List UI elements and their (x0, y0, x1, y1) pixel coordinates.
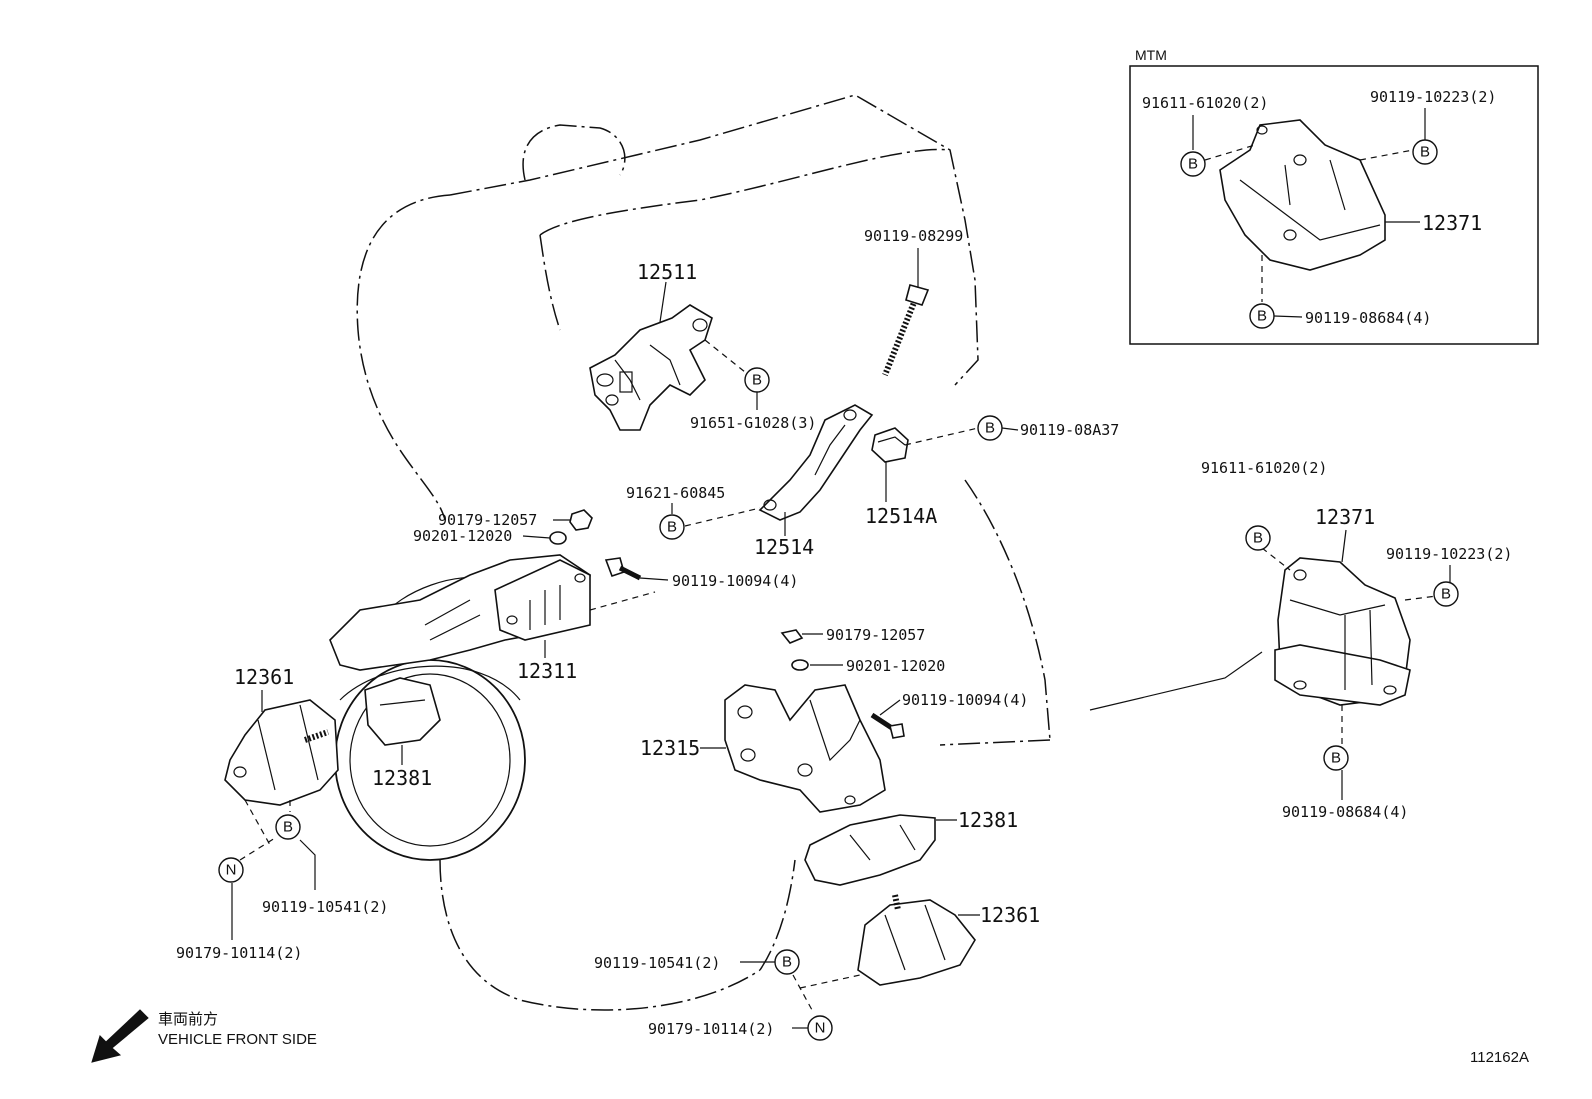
label-91611-61020-main: 91611-61020(2) (1201, 459, 1327, 477)
part-labels: 12511 91651-G1028(3) 90119-08299 90119-0… (176, 88, 1512, 1038)
inset-frame (1129, 65, 1539, 345)
label-90179-12057-a: 90179-12057 (438, 511, 537, 529)
svg-text:B: B (1188, 156, 1198, 173)
label-12361-a: 12361 (234, 665, 294, 689)
front-arrow-icon (91, 1009, 149, 1063)
label-12511: 12511 (637, 260, 697, 284)
marker-b-10541-a: B (275, 814, 301, 840)
label-12514: 12514 (754, 535, 814, 559)
label-12514a: 12514A (865, 504, 937, 528)
stay-12514 (758, 404, 874, 521)
bolt-90119-10094-a (604, 557, 642, 581)
marker-b-91611-main: B (1245, 525, 1271, 551)
svg-text:B: B (1331, 750, 1341, 767)
nut-90179-12057-a (569, 509, 593, 531)
direction-label-jp: 車両前方 (158, 1011, 218, 1028)
svg-text:B: B (985, 420, 995, 437)
marker-b-08684-inset: B (1249, 303, 1275, 329)
label-90119-08a37: 90119-08A37 (1020, 421, 1119, 439)
washer-90201-12020-b (791, 659, 809, 671)
svg-text:B: B (1420, 144, 1430, 161)
label-90179-10114-a: 90179-10114(2) (176, 944, 302, 962)
marker-b-91611-inset: B (1180, 151, 1206, 177)
washer-90201-12020-a (549, 531, 567, 545)
label-90179-10114-b: 90179-10114(2) (648, 1020, 774, 1038)
bolt-90119-10094-b (870, 712, 905, 739)
label-91611-61020-inset: 91611-61020(2) (1142, 94, 1268, 112)
insulator-12361-a (224, 699, 339, 806)
svg-text:B: B (283, 819, 293, 836)
label-91621-60845: 91621-60845 (626, 484, 725, 502)
label-90119-10541-a: 90119-10541(2) (262, 898, 388, 916)
nut-90179-12057-b (780, 629, 804, 644)
label-90119-08684-inset: 90119-08684(4) (1305, 309, 1431, 327)
svg-text:B: B (1253, 530, 1263, 547)
bolt-90119-08299 (882, 284, 930, 377)
insulator-12371-main (1274, 557, 1411, 706)
label-12371-main: 12371 (1315, 505, 1375, 529)
marker-b-10223-inset: B (1412, 139, 1438, 165)
marker-b-08684-main: B (1323, 745, 1349, 771)
marker-n-10114-a: N (218, 857, 244, 883)
marker-b-91651: B (744, 367, 770, 393)
label-90119-10223-main: 90119-10223(2) (1386, 545, 1512, 563)
engine-outline (356, 94, 1051, 1011)
svg-text:N: N (815, 1020, 826, 1037)
svg-text:N: N (226, 862, 237, 879)
label-90119-08684-main: 90119-08684(4) (1282, 803, 1408, 821)
label-90119-10541-b: 90119-10541(2) (594, 954, 720, 972)
leader-lines (231, 248, 1451, 1029)
mtm-inset: MTM (1129, 47, 1539, 345)
label-90119-10223-inset: 90119-10223(2) (1370, 88, 1496, 106)
label-90119-10094-b: 90119-10094(4) (902, 691, 1028, 709)
marker-b-91621: B (659, 514, 685, 540)
label-90119-10094-a: 90119-10094(4) (672, 572, 798, 590)
label-90119-08299: 90119-08299 (864, 227, 963, 245)
svg-text:B: B (667, 519, 677, 536)
inset-title: MTM (1135, 47, 1167, 63)
direction-label-en: VEHICLE FRONT SIDE (158, 1031, 317, 1048)
label-12381-a: 12381 (372, 766, 432, 790)
label-12381-b: 12381 (958, 808, 1018, 832)
bracket-12511 (589, 304, 713, 431)
insulator-12371-inset (1219, 119, 1386, 271)
label-12315: 12315 (640, 736, 700, 760)
bracket-12315 (724, 684, 886, 813)
label-12311: 12311 (517, 659, 577, 683)
svg-text:B: B (1441, 586, 1451, 603)
label-12371-inset: 12371 (1422, 211, 1482, 235)
label-90179-12057-b: 90179-12057 (826, 626, 925, 644)
figure-id: 112162A (1470, 1049, 1529, 1066)
insulator-12381-a (364, 677, 441, 746)
nut-12514a (871, 427, 909, 463)
label-90201-12020-b: 90201-12020 (846, 657, 945, 675)
bracket-12311 (329, 554, 591, 671)
svg-text:B: B (782, 954, 792, 971)
label-90201-12020-a: 90201-12020 (413, 527, 512, 545)
front-direction-indicator: 車両前方 VEHICLE FRONT SIDE (91, 1009, 317, 1063)
svg-text:B: B (1257, 308, 1267, 325)
label-91651-g1028: 91651-G1028(3) (690, 414, 816, 432)
marker-n-10114-b: N (807, 1015, 833, 1041)
marker-b-10541-b: B (774, 949, 800, 975)
label-12361-b: 12361 (980, 903, 1040, 927)
marker-b-10223-main: B (1433, 581, 1459, 607)
svg-text:B: B (752, 372, 762, 389)
marker-b-08a37: B (977, 415, 1003, 441)
markers: B B B B N B N B B B B B B (218, 139, 1459, 1041)
insulator-12381-b (804, 814, 936, 886)
insulator-12361-b (857, 894, 976, 986)
